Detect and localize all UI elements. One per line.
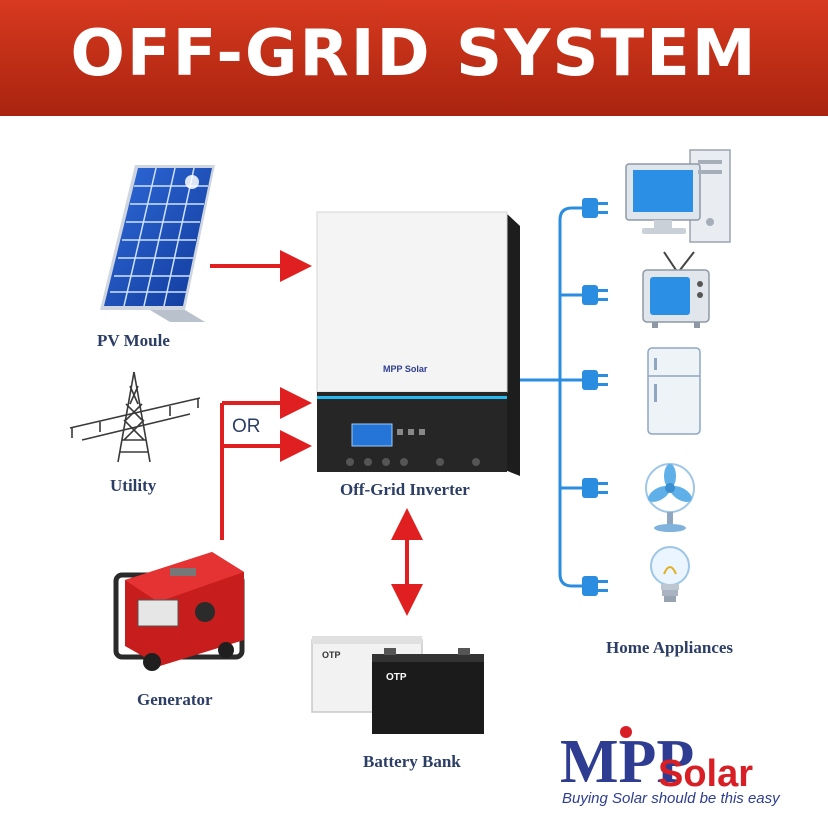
pv-panel-icon: [100, 165, 215, 322]
pv-module-label: PV Moule: [97, 331, 170, 350]
logo-main-text: MPP: [560, 728, 694, 796]
generator-label: Generator: [137, 690, 213, 709]
mpp-solar-logo: MPP Solar: [560, 726, 753, 796]
output-wiring: [520, 206, 582, 588]
plug-icons: [582, 198, 608, 596]
inverter-icon: MPP Solar: [316, 211, 520, 476]
title-banner: OFF-GRID SYSTEM: [0, 0, 828, 116]
utility-label: Utility: [110, 476, 157, 495]
logo-sub-text: Solar: [658, 753, 753, 795]
inverter-logo-text: MPP Solar: [383, 364, 428, 374]
bulb-icon: [650, 546, 690, 602]
computer-icon: [625, 149, 731, 243]
input-arrows: [210, 250, 423, 616]
battery-bank-label: Battery Bank: [363, 752, 461, 771]
inverter-label: Off-Grid Inverter: [340, 480, 470, 499]
or-label: OR: [232, 416, 261, 437]
tv-icon: [642, 251, 710, 328]
battery-bank-icon: OTP OTP: [311, 636, 484, 734]
brand-tagline: Buying Solar should be this easy: [562, 790, 780, 807]
generator-icon: [113, 552, 245, 671]
fan-icon: [645, 463, 695, 532]
page-title: OFF-GRID SYSTEM: [70, 17, 758, 91]
battery-brand-text-rear: OTP: [322, 650, 341, 660]
fridge-icon: [647, 347, 701, 435]
logo-dot-icon: [620, 726, 632, 738]
utility-tower-icon: [69, 371, 201, 463]
battery-brand-text: OTP: [386, 672, 407, 683]
home-appliances-label: Home Appliances: [606, 638, 734, 657]
